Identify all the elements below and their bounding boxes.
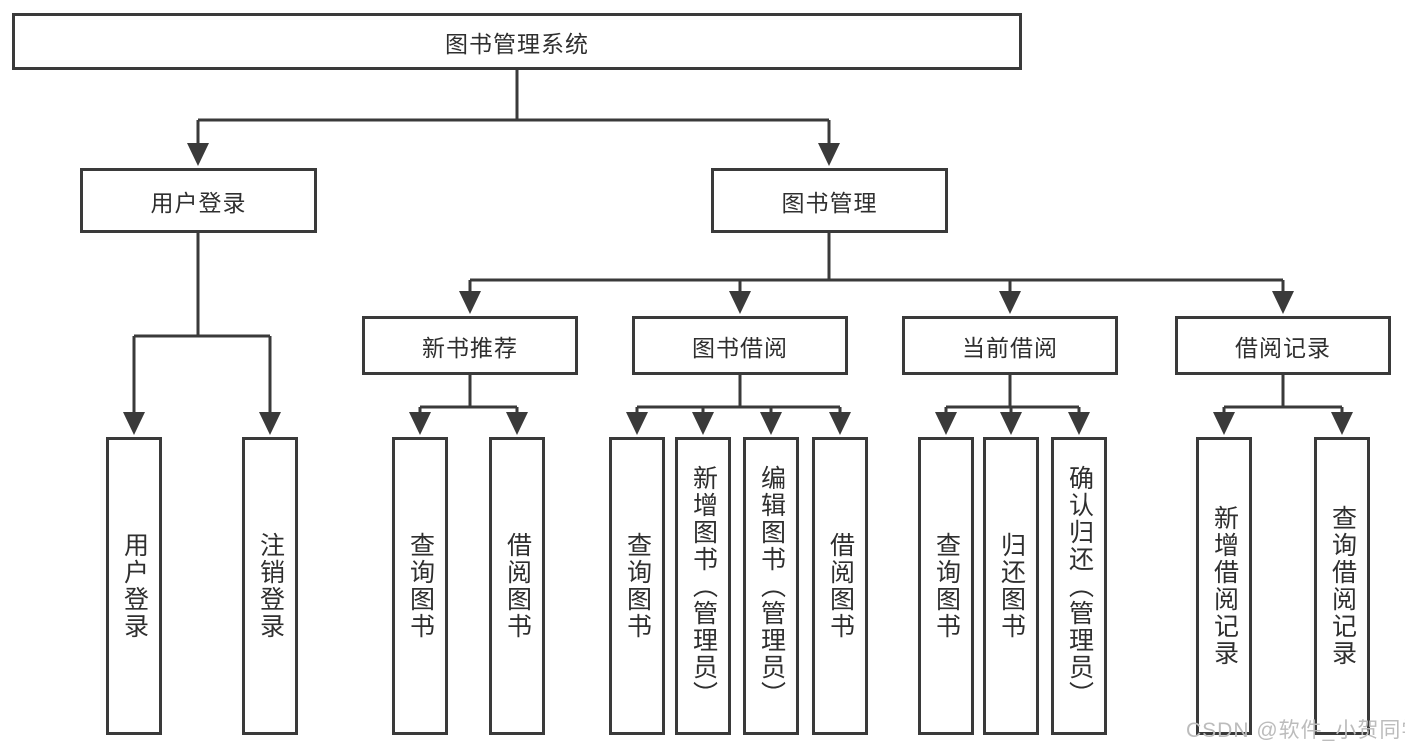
arrowhead-icon [187,143,209,166]
leaf-label: 确认归还（管理员） [1065,464,1094,708]
node-borrowing-records: 借阅记录 [1175,316,1391,375]
node-book-management: 图书管理 [711,168,948,233]
leaf-bb-add-books-admin: 新增图书（管理员） [675,437,731,735]
arrowhead-icon [829,412,851,435]
leaf-label: 新增借阅记录 [1210,505,1239,667]
node-new-book-recommendation: 新书推荐 [362,316,578,375]
leaf-bb-query-books: 查询图书 [609,437,665,735]
watermark-text: CSDN @软件_小贺同学 [1186,719,1405,742]
edge-new-book-rec-to-leaves [418,375,519,414]
arrowhead-icon [1331,412,1353,435]
leaf-br-query-record: 查询借阅记录 [1314,437,1370,735]
node-book-borrowing: 图书借阅 [632,316,848,375]
arrowhead-icon [409,412,431,435]
leaf-bb-edit-books-admin: 编辑图书（管理员） [743,437,799,735]
leaf-label: 归还图书 [997,532,1026,640]
node-current-borrowing: 当前借阅 [902,316,1118,375]
node-label: 图书管理 [781,189,878,216]
arrowhead-icon [692,412,714,435]
arrowhead-icon [935,412,957,435]
node-label: 图书管理系统 [445,30,589,57]
leaf-label: 用户登录 [120,532,149,640]
arrowhead-icon [1000,412,1022,435]
edge-user-login-to-leaves [132,233,272,414]
arrowhead-icon [1272,291,1294,314]
arrowhead-icon [626,412,648,435]
arrowhead-icon [729,291,751,314]
leaf-label: 查询图书 [406,532,435,640]
leaf-nbr-query-books: 查询图书 [392,437,448,735]
leaf-label: 借阅图书 [826,532,855,640]
leaf-label: 编辑图书（管理员） [757,464,786,708]
leaf-bb-borrow-books: 借阅图书 [812,437,868,735]
edge-book-borrowing-to-leaves [635,375,842,414]
leaf-nbr-borrow-books: 借阅图书 [489,437,545,735]
arrowhead-icon [459,291,481,314]
edge-root-to-level2 [196,69,831,146]
arrowhead-icon [123,412,145,435]
leaf-label: 查询图书 [623,532,652,640]
leaf-user-login: 用户登录 [106,437,162,735]
leaf-cb-query-books: 查询图书 [918,437,974,735]
leaf-cb-return-books: 归还图书 [983,437,1039,735]
arrowhead-icon [999,291,1021,314]
node-label: 图书借阅 [692,334,788,361]
node-label: 新书推荐 [422,334,518,361]
leaf-label: 注销登录 [256,532,285,640]
node-label: 借阅记录 [1235,334,1331,361]
node-library-management-system: 图书管理系统 [12,13,1022,70]
arrowhead-icon [259,412,281,435]
edge-book-mgmt-to-level3 [468,233,1285,293]
leaf-label: 借阅图书 [503,532,532,640]
node-label: 用户登录 [150,189,247,216]
leaf-logout-login: 注销登录 [242,437,298,735]
node-label: 当前借阅 [962,334,1058,361]
leaf-label: 查询图书 [932,532,961,640]
leaf-label: 查询借阅记录 [1328,505,1357,667]
arrowhead-icon [1068,412,1090,435]
arrowhead-icon [1213,412,1235,435]
leaf-label: 新增图书（管理员） [689,464,718,708]
node-user-login: 用户登录 [80,168,317,233]
edge-current-borrowing-to-leaves [944,375,1081,414]
leaf-br-add-record: 新增借阅记录 [1196,437,1252,735]
arrowhead-icon [760,412,782,435]
edge-borrow-records-to-leaves [1222,375,1344,414]
leaf-cb-confirm-return-admin: 确认归还（管理员） [1051,437,1107,735]
arrowhead-icon [506,412,528,435]
arrowhead-icon [818,143,840,166]
